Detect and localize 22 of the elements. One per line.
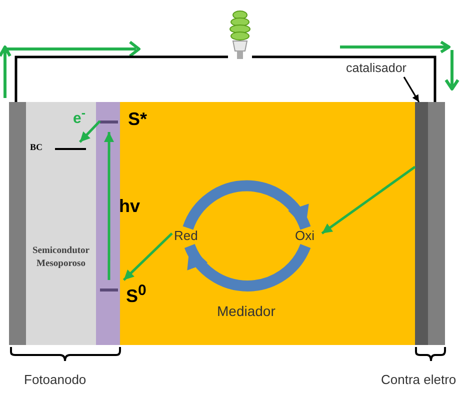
level-label: BC bbox=[30, 142, 43, 152]
layer-label: Semicondutor Mesoporoso bbox=[32, 245, 90, 271]
level-label: S* bbox=[128, 109, 148, 130]
semiconductor-layer bbox=[26, 102, 96, 345]
leader-line bbox=[403, 76, 420, 102]
level-label: S$^{0}$ bbox=[126, 282, 146, 307]
species-label: Red bbox=[174, 228, 198, 243]
arrow bbox=[78, 120, 101, 143]
arrow bbox=[104, 132, 114, 280]
edge-label: e$^{-}$ bbox=[73, 106, 86, 127]
part-label: Fotoanodo bbox=[24, 372, 86, 387]
part-label: Contra eletro bbox=[381, 372, 456, 387]
species-label: Oxi bbox=[295, 228, 314, 243]
region-label: Mediador bbox=[217, 303, 276, 319]
arrow bbox=[321, 166, 416, 234]
edge-label: hv bbox=[119, 196, 140, 217]
cycle-arrow bbox=[182, 180, 311, 230]
cycle-arrow bbox=[184, 244, 311, 292]
wire bbox=[14, 56, 228, 102]
part-label: catalisador bbox=[346, 61, 406, 75]
wire bbox=[252, 56, 436, 102]
arrow bbox=[122, 232, 173, 281]
